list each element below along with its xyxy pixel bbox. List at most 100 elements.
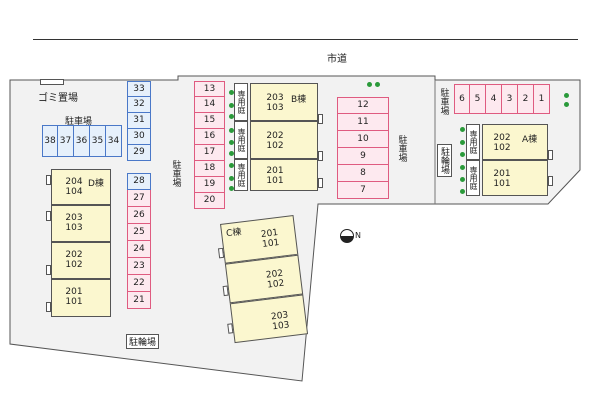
unit-number-upper: 202: [493, 133, 511, 143]
unit-number-upper: 202: [266, 131, 284, 141]
tree-dot: [564, 102, 569, 107]
tree-dot: [460, 189, 465, 194]
road-line: [33, 39, 578, 40]
garbage-bin: [40, 79, 64, 85]
unit-number-lower: 103: [65, 223, 83, 233]
parking-space-36: 36: [74, 125, 90, 157]
building-d-unit-201: 201 101: [51, 279, 111, 317]
parking-space-17: 17: [194, 145, 225, 161]
parking-space-22: 22: [127, 275, 151, 292]
unit-number-upper: 203: [65, 213, 83, 223]
building-d-balcony-4: [46, 302, 51, 312]
building-c: 201 101 C棟 202 102 203 103: [217, 214, 309, 344]
parking-space-32: 32: [127, 97, 151, 113]
parking-space-37: 37: [58, 125, 74, 157]
building-a-garden-1: 専用庭: [466, 124, 480, 160]
unit-number-upper: 202: [65, 250, 83, 260]
parking-space-11: 11: [337, 114, 389, 131]
tree-dot: [375, 82, 380, 87]
tree-dot: [229, 176, 234, 181]
parking-space-10: 10: [337, 131, 389, 148]
parking-right-label: 駐車場: [438, 88, 449, 115]
unit-number-lower: 101: [493, 179, 511, 189]
parking-space-1: 1: [534, 84, 550, 114]
parking-space-25: 25: [127, 224, 151, 241]
parking-space-18: 18: [194, 161, 225, 177]
parking-space-2: 2: [518, 84, 534, 114]
building-a-balcony-1: [548, 150, 553, 160]
compass-label: N: [355, 231, 361, 240]
bicycle-parking-bottom: 駐輪場: [126, 334, 160, 349]
unit-number-upper: 201: [65, 287, 83, 297]
building-a-unit-202: 202 102: [482, 124, 548, 160]
building-a-label: A棟: [522, 135, 538, 145]
building-b-balcony-1: [318, 114, 323, 124]
building-c-balcony-2: [222, 285, 229, 297]
parking-space-4: 4: [486, 84, 502, 114]
tree-dot: [229, 163, 234, 168]
tree-dot: [229, 140, 234, 145]
unit-number-upper: 203: [266, 93, 284, 103]
building-d-balcony-1: [46, 175, 51, 185]
tree-dot: [460, 165, 465, 170]
building-d-unit-203: 203 103: [51, 205, 111, 242]
building-b-unit-202: 202 102: [250, 121, 318, 159]
parking-space-16: 16: [194, 129, 225, 145]
garbage-label: ゴミ置場: [38, 93, 78, 104]
parking-space-3: 3: [502, 84, 518, 114]
building-b-garden-3: 専用庭: [234, 159, 248, 191]
building-b-unit-201: 201 101: [250, 159, 318, 191]
parking-space-21: 21: [127, 292, 151, 309]
unit-number-upper: 201: [266, 166, 284, 176]
parking-mid-label: 駐車場: [396, 135, 407, 162]
parking-left-label: 駐車場: [65, 117, 93, 127]
building-b-garden-2: 専用庭: [234, 121, 248, 159]
building-b-unit-203: 203 103: [250, 83, 318, 121]
unit-number-upper: 204: [65, 177, 83, 187]
tree-dot: [460, 127, 465, 132]
tree-dot: [229, 151, 234, 156]
tree-dot: [564, 93, 569, 98]
building-b-garden-1: 専用庭: [234, 83, 248, 121]
parking-space-20: 20: [194, 193, 225, 209]
parking-space-7: 7: [337, 182, 389, 199]
unit-number-upper: 201: [493, 169, 511, 179]
parking-space-26: 26: [127, 207, 151, 224]
building-b-label: B棟: [291, 95, 307, 105]
parking-center-label: 駐車場: [170, 160, 181, 187]
parking-space-30: 30: [127, 129, 151, 145]
parking-space-28: 28: [127, 173, 151, 190]
unit-number-lower: 101: [65, 297, 83, 307]
building-d-balcony-2: [46, 211, 51, 221]
tree-dot: [460, 152, 465, 157]
parking-space-6: 6: [454, 84, 470, 114]
building-a-balcony-2: [548, 176, 553, 186]
parking-space-33: 33: [127, 81, 151, 97]
parking-space-31: 31: [127, 113, 151, 129]
building-d-unit-202: 202 102: [51, 242, 111, 279]
parking-space-27: 27: [127, 190, 151, 207]
building-c-label: C棟: [225, 227, 243, 240]
parking-space-34: 34: [106, 125, 122, 157]
building-d-balcony-3: [46, 265, 51, 275]
parking-space-12: 12: [337, 97, 389, 114]
building-a-unit-201: 201 101: [482, 160, 548, 196]
tree-dot: [229, 90, 234, 95]
unit-number-lower: 102: [493, 143, 511, 153]
parking-space-5: 5: [470, 84, 486, 114]
parking-space-35: 35: [90, 125, 106, 157]
tree-dot: [229, 114, 234, 119]
unit-number-lower: 103: [266, 103, 284, 113]
building-a-garden-2: 専用庭: [466, 160, 480, 196]
tree-dot: [229, 103, 234, 108]
unit-number-lower: 102: [266, 141, 284, 151]
tree-dot: [229, 186, 234, 191]
building-d-label: D棟: [88, 179, 104, 189]
bicycle-parking-right: 駐輪場: [437, 144, 452, 177]
parking-space-15: 15: [194, 113, 225, 129]
parking-space-14: 14: [194, 97, 225, 113]
